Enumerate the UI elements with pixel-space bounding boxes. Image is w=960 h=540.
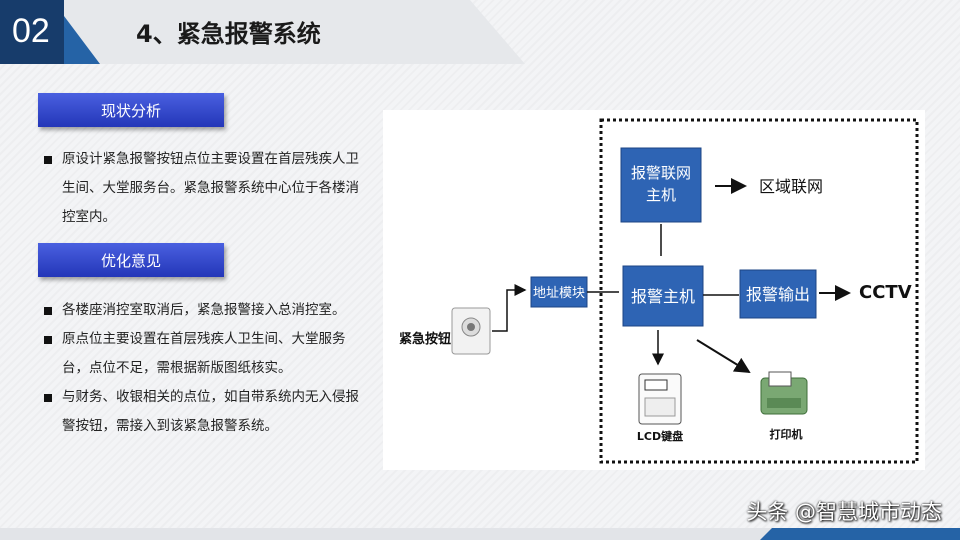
emergency-button-label: 紧急按钮: [399, 331, 451, 347]
section-number-box-dark: [0, 0, 64, 64]
list-item: 原点位主要设置在首层残疾人卫生间、大堂服务台，点位不足，需根据新版图纸核实。: [42, 325, 372, 383]
printer-label: 打印机: [770, 427, 803, 441]
current-state-heading: 现状分析: [38, 93, 224, 127]
suggestions-list: 各楼座消控室取消后，紧急报警接入总消控室。 原点位主要设置在首层残疾人卫生间、大…: [42, 296, 372, 441]
system-boundary: [599, 118, 919, 464]
arrow-button-to-module: [492, 284, 527, 332]
alarm-network-host-label-2: 主机: [646, 186, 676, 204]
alarm-output-box: [739, 269, 817, 319]
printer-icon: [760, 371, 808, 415]
alarm-network-host-label-1: 报警联网: [631, 164, 691, 182]
system-diagram: 紧急按钮 地址模块 报警联网 主机 区域联网 报警主机 报警输出 CCTV: [383, 110, 925, 470]
alarm-host-label: 报警主机: [631, 287, 695, 306]
address-module-label: 地址模块: [533, 286, 585, 301]
current-state-list: 原设计紧急报警按钮点位主要设置在首层残疾人卫生间、大堂服务台。紧急报警系统中心位…: [42, 145, 372, 232]
address-module-box: [530, 276, 588, 308]
cctv-label: CCTV: [859, 282, 912, 303]
page-title: 4、紧急报警系统: [136, 20, 321, 48]
lcd-keypad-icon: [638, 373, 682, 425]
footer-accent: [760, 528, 960, 540]
alarm-output-label: 报警输出: [746, 285, 810, 304]
suggestions-heading: 优化意见: [38, 243, 224, 277]
list-item: 原设计紧急报警按钮点位主要设置在首层残疾人卫生间、大堂服务台。紧急报警系统中心位…: [42, 145, 372, 232]
emergency-button-icon: [451, 307, 491, 355]
lcd-keypad-label: LCD键盘: [637, 429, 683, 443]
list-item: 与财务、收银相关的点位，如自带系统内无入侵报警按钮，需接入到该紧急报警系统。: [42, 383, 372, 441]
footer-bar: [0, 528, 960, 540]
list-item: 各楼座消控室取消后，紧急报警接入总消控室。: [42, 296, 372, 325]
arrow-to-printer: [696, 339, 751, 374]
watermark: 头条 @智慧城市动态: [746, 500, 942, 524]
alarm-network-host-box: [620, 147, 702, 223]
alarm-host-box: [622, 265, 704, 327]
regional-network-label: 区域联网: [759, 177, 823, 196]
section-number: 02: [12, 12, 50, 50]
